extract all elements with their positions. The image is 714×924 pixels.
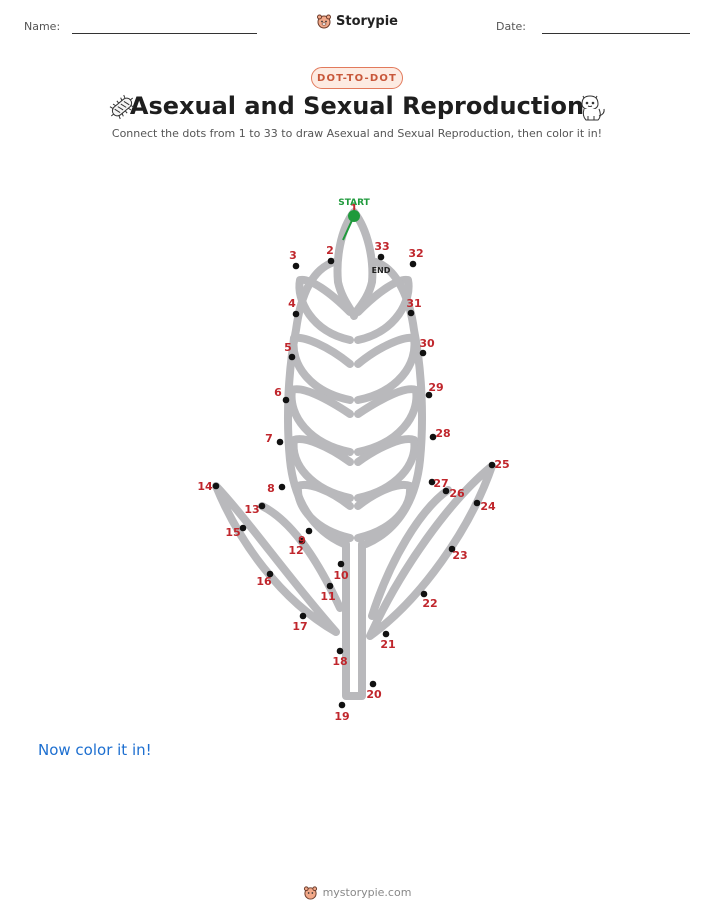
dot-number-9: 9 — [298, 534, 306, 547]
start-dot[interactable] — [348, 210, 360, 222]
page-title: Asexual and Sexual Reproduction — [129, 92, 585, 120]
dot-8[interactable] — [278, 483, 286, 491]
dot-number-22: 22 — [422, 597, 437, 610]
dot-number-7: 7 — [265, 432, 273, 445]
number-labels: 1234567891011121314151617181920212223242… — [197, 202, 509, 723]
dot-18[interactable] — [336, 647, 344, 655]
dot-number-17: 17 — [292, 620, 307, 633]
dot-23[interactable] — [448, 545, 456, 553]
dot-number-26: 26 — [449, 487, 465, 500]
dot-number-27: 27 — [433, 477, 448, 490]
dot-31[interactable] — [407, 309, 415, 317]
dot-2[interactable] — [327, 257, 335, 265]
dot-number-12: 12 — [288, 544, 303, 557]
color-it-in-prompt: Now color it in! — [38, 741, 152, 759]
dot-number-23: 23 — [452, 549, 467, 562]
dot-29[interactable] — [425, 391, 433, 399]
dot-7[interactable] — [276, 438, 284, 446]
dot-number-14: 14 — [197, 480, 213, 493]
dot-15[interactable] — [239, 524, 247, 532]
wheat-outline — [212, 208, 496, 700]
dot-4[interactable] — [292, 310, 300, 318]
dot-number-18: 18 — [332, 655, 347, 668]
dot-10[interactable] — [337, 560, 345, 568]
dot-12[interactable] — [298, 537, 306, 545]
dot-16[interactable] — [266, 570, 274, 578]
dot-6[interactable] — [282, 396, 290, 404]
dot-number-20: 20 — [366, 688, 382, 701]
dot-32[interactable] — [409, 260, 417, 268]
dot-number-3: 3 — [289, 249, 297, 262]
dot-27[interactable] — [428, 478, 436, 486]
dot-number-2: 2 — [326, 244, 334, 257]
storypie-mascot-icon — [317, 14, 331, 29]
dot-number-32: 32 — [408, 247, 423, 260]
dot-number-5: 5 — [284, 341, 292, 354]
page-subtitle: Connect the dots from 1 to 33 to draw As… — [111, 127, 603, 140]
dot-21[interactable] — [382, 630, 390, 638]
cat-icon — [581, 95, 605, 121]
dot-30[interactable] — [419, 349, 427, 357]
dot-28[interactable] — [429, 433, 437, 441]
dot-number-10: 10 — [333, 569, 349, 582]
footer-site: mystorypie.com — [322, 886, 412, 899]
brand-name: Storypie — [336, 13, 398, 29]
dot-24[interactable] — [473, 499, 481, 507]
dot-number-28: 28 — [435, 427, 450, 440]
dot-25[interactable] — [488, 461, 496, 469]
dot-13[interactable] — [258, 502, 266, 510]
dot-33[interactable] — [377, 253, 385, 261]
dot-19[interactable] — [338, 701, 346, 709]
start-label: START — [338, 198, 370, 208]
dot-26[interactable] — [442, 487, 450, 495]
dot-number-33: 33 — [374, 240, 389, 253]
dot-number-4: 4 — [288, 297, 296, 310]
dot-number-24: 24 — [480, 500, 496, 513]
dot-number-13: 13 — [244, 503, 259, 516]
dot-3[interactable] — [292, 262, 300, 270]
brand-logo: Storypie — [0, 13, 714, 29]
dot-number-30: 30 — [419, 337, 435, 350]
dot-to-dot-badge: DOT-TO-DOT — [311, 67, 403, 89]
dot-number-15: 15 — [225, 526, 240, 539]
date-line[interactable] — [542, 33, 690, 34]
dot-number-6: 6 — [274, 386, 282, 399]
dot-number-29: 29 — [428, 381, 443, 394]
dot-20[interactable] — [369, 680, 377, 688]
end-label: END — [372, 266, 391, 275]
dot-number-21: 21 — [380, 638, 395, 651]
dot-17[interactable] — [299, 612, 307, 620]
dot-group — [212, 253, 496, 709]
dot-number-16: 16 — [256, 575, 272, 588]
bacterium-icon — [109, 94, 135, 120]
dot-9[interactable] — [305, 527, 313, 535]
storypie-mascot-icon — [303, 886, 317, 900]
name-line[interactable] — [72, 33, 257, 34]
dot-14[interactable] — [212, 482, 220, 490]
dot-number-25: 25 — [494, 458, 509, 471]
dot-number-11: 11 — [320, 590, 335, 603]
dot-number-19: 19 — [334, 710, 349, 723]
dot-number-8: 8 — [267, 482, 275, 495]
dot-number-1: 1 — [350, 202, 358, 215]
date-label: Date: — [496, 20, 526, 33]
dot-5[interactable] — [288, 353, 296, 361]
dot-22[interactable] — [420, 590, 428, 598]
dot-11[interactable] — [326, 582, 334, 590]
name-label: Name: — [24, 20, 61, 33]
footer: mystorypie.com — [0, 885, 714, 900]
dot-number-31: 31 — [406, 297, 421, 310]
